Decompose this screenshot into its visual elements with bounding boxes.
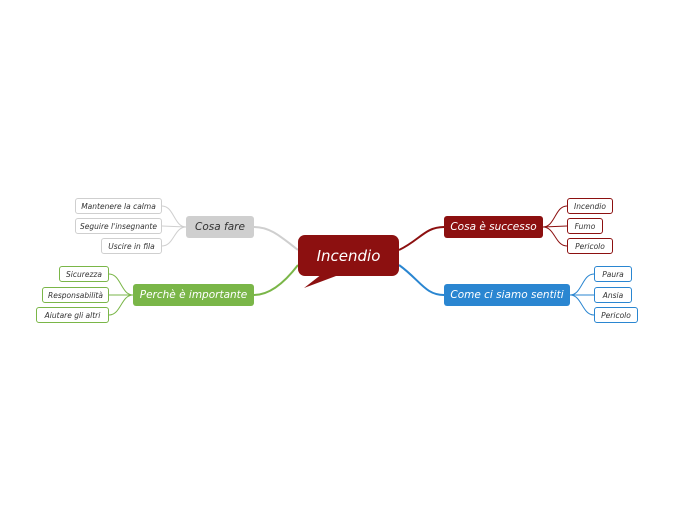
leaf-paura[interactable]: Paura bbox=[594, 266, 632, 282]
connector-importante bbox=[253, 264, 299, 296]
central-topic[interactable]: Incendio bbox=[298, 235, 399, 276]
leaf-sicurezza[interactable]: Sicurezza bbox=[59, 266, 109, 282]
branch-label: Perchè è importante bbox=[139, 289, 248, 301]
branch-label: Cosa fare bbox=[195, 221, 245, 233]
leaf-label: Incendio bbox=[574, 201, 606, 211]
leaf-label: Responsabilità bbox=[48, 290, 103, 300]
connector-leaf-grey-2 bbox=[161, 225, 187, 228]
leaf-responsabilita[interactable]: Responsabilità bbox=[42, 287, 109, 303]
leaf-label: Seguire l'insegnante bbox=[80, 221, 157, 231]
connector-leaf-grey-1 bbox=[161, 205, 187, 228]
leaf-seguire-l-insegnante[interactable]: Seguire l'insegnante bbox=[75, 218, 162, 234]
connector-sentiti bbox=[398, 264, 445, 296]
branch-label: Cosa è successo bbox=[450, 221, 537, 233]
connector-leaf-blue-3 bbox=[569, 294, 595, 316]
branch-come-ci-siamo-sentiti[interactable]: Come ci siamo sentiti bbox=[444, 284, 570, 306]
leaf-pericolo[interactable]: Pericolo bbox=[594, 307, 638, 323]
central-topic-label: Incendio bbox=[316, 246, 381, 265]
leaf-label: Ansia bbox=[602, 290, 624, 300]
leaf-aiutare-gli-altri[interactable]: Aiutare gli altri bbox=[36, 307, 109, 323]
leaf-ansia[interactable]: Ansia bbox=[594, 287, 632, 303]
connector-leaf-red-1 bbox=[542, 205, 568, 228]
leaf-label: Sicurezza bbox=[66, 269, 102, 279]
leaf-incendio[interactable]: Incendio bbox=[567, 198, 613, 214]
leaf-label: Mantenere la calma bbox=[81, 201, 156, 211]
connector-leaf-green-1 bbox=[108, 273, 134, 296]
leaf-label: Pericolo bbox=[575, 241, 605, 251]
leaf-label: Pericolo bbox=[601, 310, 631, 320]
branch-perche-e-importante[interactable]: Perchè è importante bbox=[133, 284, 254, 306]
branch-label: Come ci siamo sentiti bbox=[450, 289, 564, 301]
connector-successo bbox=[398, 226, 445, 251]
branch-cosa-e-successo[interactable]: Cosa è successo bbox=[444, 216, 543, 238]
leaf-fumo[interactable]: Fumo bbox=[567, 218, 603, 234]
connector-leaf-grey-3 bbox=[161, 226, 187, 247]
center-bubble-tail bbox=[304, 274, 336, 288]
leaf-label: Paura bbox=[602, 269, 624, 279]
leaf-pericolo[interactable]: Pericolo bbox=[567, 238, 613, 254]
leaf-label: Uscire in fila bbox=[108, 241, 155, 251]
connector-leaf-red-3 bbox=[542, 226, 568, 247]
leaf-mantenere-la-calma[interactable]: Mantenere la calma bbox=[75, 198, 162, 214]
connector-fare bbox=[253, 226, 299, 251]
leaf-label: Aiutare gli altri bbox=[44, 310, 101, 320]
connector-leaf-red-2 bbox=[542, 225, 568, 228]
leaf-label: Fumo bbox=[574, 221, 596, 231]
connector-leaf-blue-1 bbox=[569, 273, 595, 296]
branch-cosa-fare[interactable]: Cosa fare bbox=[186, 216, 254, 238]
connector-leaf-green-3 bbox=[108, 294, 134, 316]
leaf-uscire-in-fila[interactable]: Uscire in fila bbox=[101, 238, 162, 254]
